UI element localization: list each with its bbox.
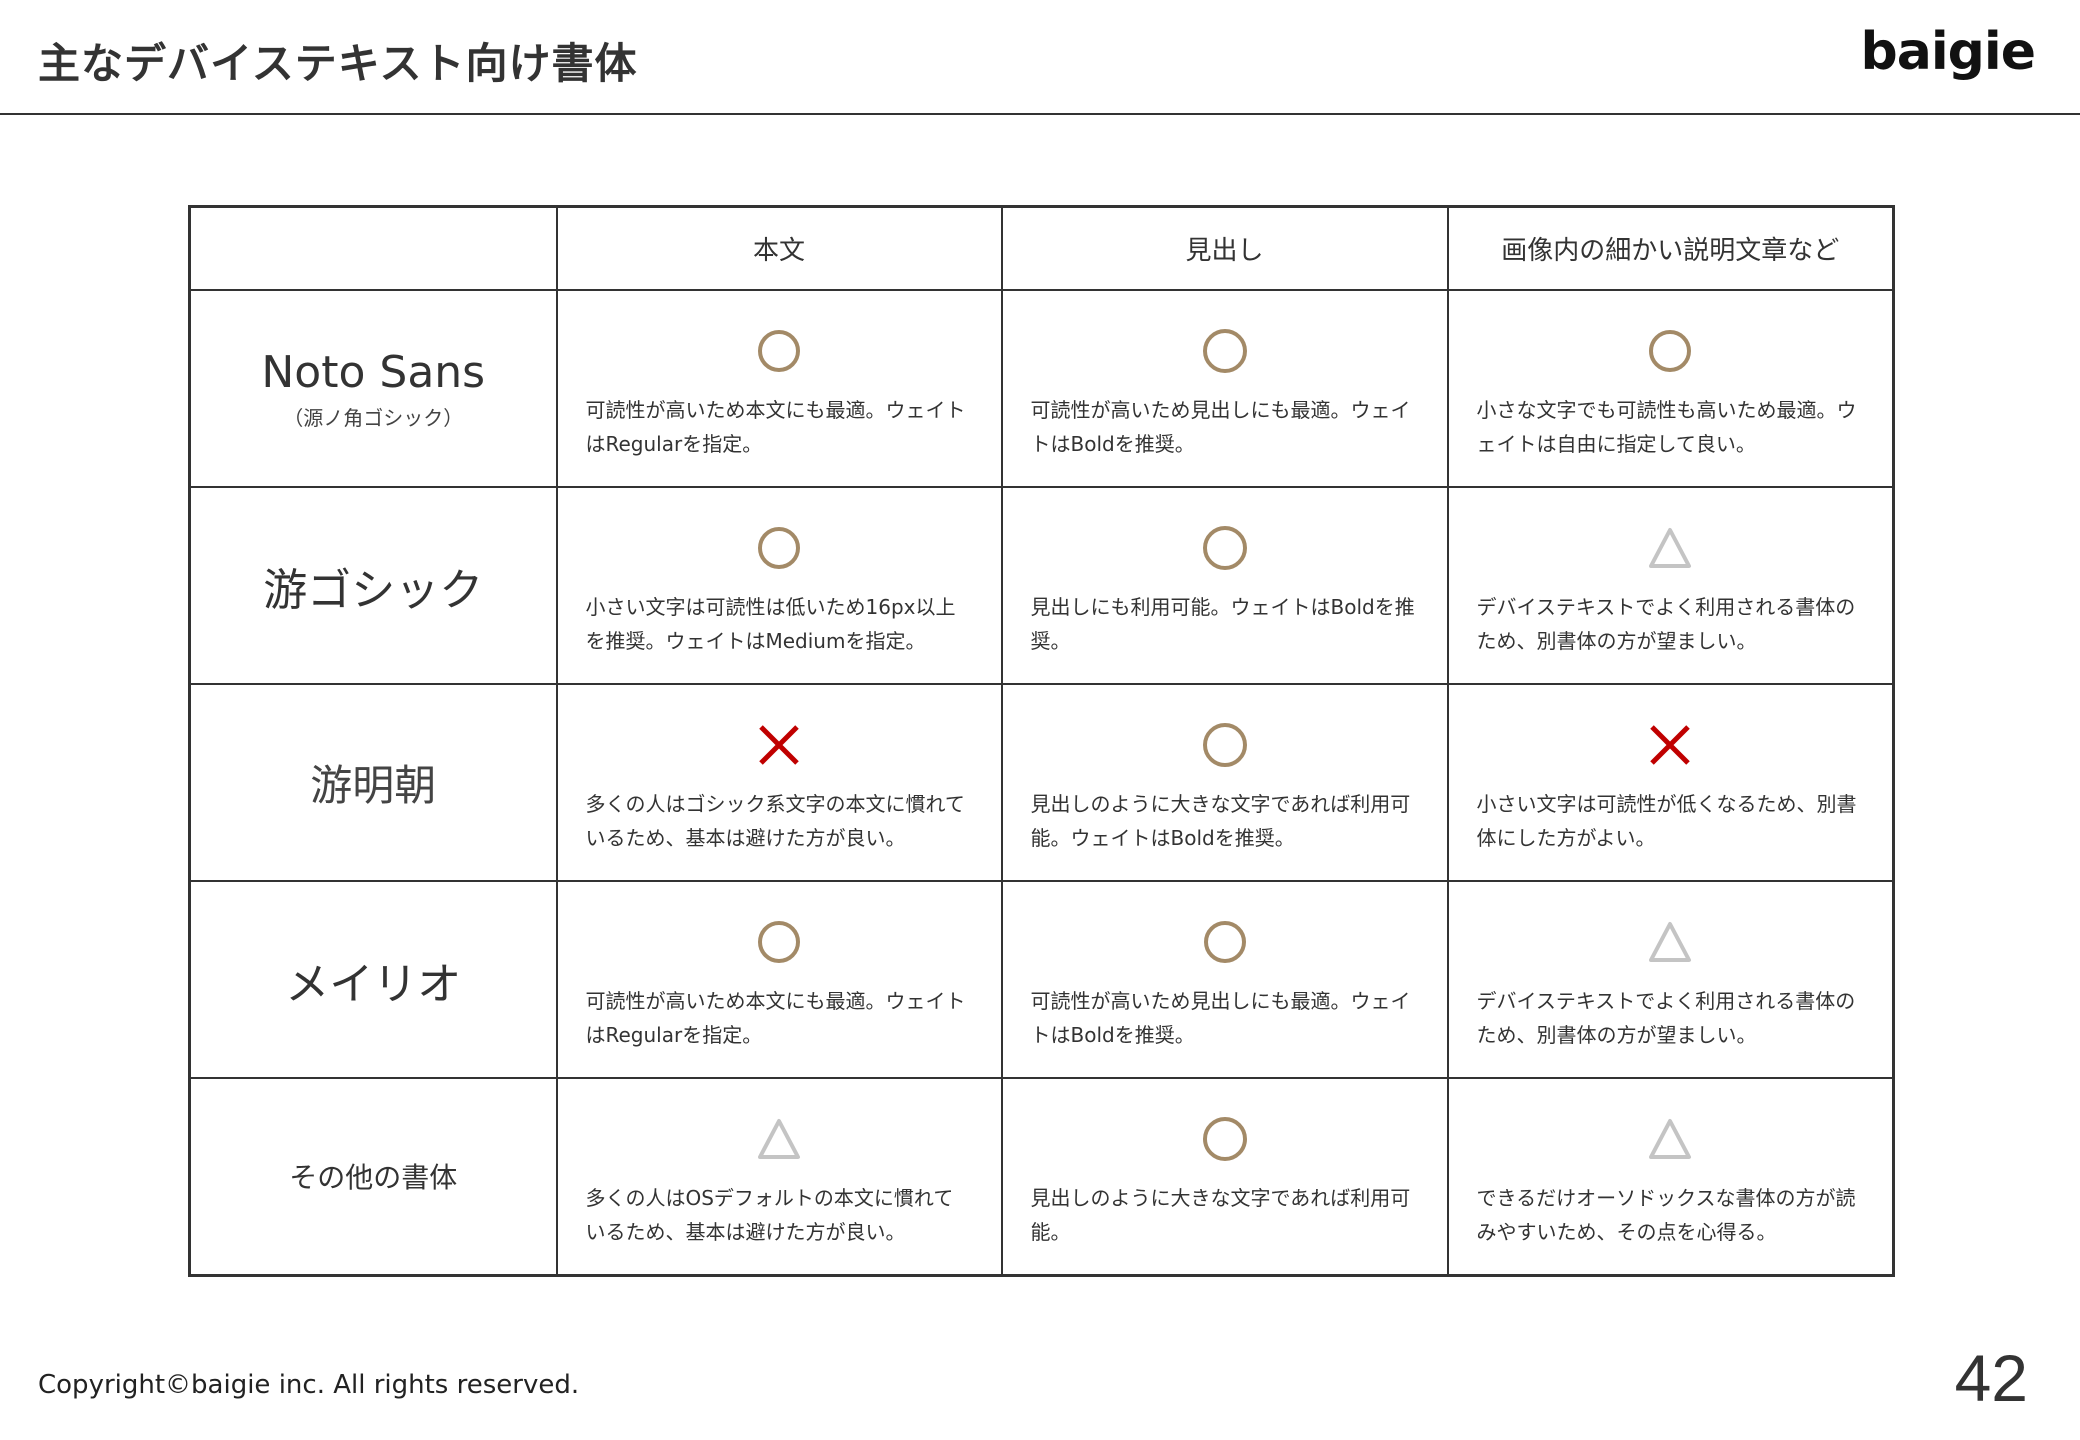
eval-cell: 可読性が高いため見出しにも最適。ウェイトはBoldを推奨。 (1000, 880, 1449, 1079)
font-name-cell: Noto Sans （源ノ角ゴシック） (188, 289, 558, 488)
circle-mark-icon (1202, 526, 1247, 570)
eval-text: 可読性が高いため本文にも最適。ウェイトはRegularを指定。 (585, 989, 966, 1047)
eval-cell: 小さい文字は可読性は低いため16px以上を推奨。ウェイトはMediumを指定。 (555, 486, 1003, 685)
eval-cell: 小さな文字でも可読性も高いため最適。ウェイトは自由に指定して良い。 (1446, 289, 1895, 488)
eval-cell: 見出しにも利用可能。ウェイトはBoldを推奨。 (1000, 486, 1449, 685)
circle-mark-icon (1202, 723, 1247, 767)
eval-text: 見出しにも利用可能。ウェイトはBoldを推奨。 (1030, 595, 1415, 653)
font-name: 游明朝 (310, 761, 437, 810)
eval-text: 見出しのように大きな文字であれば利用可能。 (1030, 1186, 1411, 1244)
brand-logo: baigie (1860, 22, 2036, 82)
eval-cell: 可読性が高いため本文にも最適。ウェイトはRegularを指定。 (555, 880, 1003, 1079)
eval-text: 可読性が高いため見出しにも最適。ウェイトはBoldを推奨。 (1030, 989, 1411, 1047)
triangle-mark-icon (1649, 922, 1692, 962)
eval-cell: 小さい文字は可読性が低くなるため、別書体にした方がよい。 (1446, 683, 1895, 882)
eval-text: 見出しのように大きな文字であれば利用可能。ウェイトはBoldを推奨。 (1030, 792, 1411, 850)
font-name: メイリオ (285, 958, 462, 1010)
header-divider (0, 113, 2080, 115)
circle-mark-icon (1203, 921, 1246, 963)
eval-text: 多くの人はOSデフォルトの本文に慣れているため、基本は避けた方が良い。 (585, 1186, 954, 1244)
footer-copyright: Copyright©baigie inc. All rights reserve… (38, 1370, 580, 1400)
eval-text: 小さな文字でも可読性も高いため最適。ウェイトは自由に指定して良い。 (1476, 398, 1857, 456)
circle-mark-icon (758, 921, 800, 963)
cross-mark-icon (1650, 725, 1691, 765)
font-comparison-table: 本文 見出し 画像内の細かい説明文章など Noto Sans （源ノ角ゴシック）… (188, 205, 1895, 1277)
column-header-image-caption: 画像内の細かい説明文章など (1446, 205, 1895, 291)
eval-text: デバイステキストでよく利用される書体のため、別書体の方が望ましい。 (1476, 989, 1856, 1047)
cross-mark-icon (759, 725, 799, 765)
triangle-mark-icon (758, 1119, 800, 1159)
font-name: その他の書体 (289, 1161, 458, 1195)
column-header-empty (188, 205, 558, 291)
triangle-mark-icon (1649, 1119, 1692, 1159)
table-row: その他の書体 多くの人はOSデフォルトの本文に慣れているため、基本は避けた方が良… (188, 1077, 1895, 1276)
circle-mark-icon (1202, 1117, 1247, 1161)
font-name: 游ゴシック (263, 564, 484, 616)
eval-text: デバイステキストでよく利用される書体のため、別書体の方が望ましい。 (1476, 595, 1856, 653)
column-header-body: 本文 (555, 205, 1003, 291)
eval-text: 可読性が高いため見出しにも最適。ウェイトはBoldを推奨。 (1030, 398, 1411, 456)
eval-text: 小さい文字は可読性は低いため16px以上を推奨。ウェイトはMediumを指定。 (585, 595, 956, 653)
eval-text: 可読性が高いため本文にも最適。ウェイトはRegularを指定。 (585, 398, 966, 456)
table-row: Noto Sans （源ノ角ゴシック） 可読性が高いため本文にも最適。ウェイトは… (188, 289, 1895, 488)
font-subname: （源ノ角ゴシック） (283, 405, 464, 430)
eval-cell: デバイステキストでよく利用される書体のため、別書体の方が望ましい。 (1446, 880, 1895, 1079)
eval-text: できるだけオーソドックスな書体の方が読みやすいため、その点を心得る。 (1476, 1186, 1856, 1244)
eval-cell: デバイステキストでよく利用される書体のため、別書体の方が望ましい。 (1446, 486, 1895, 685)
table-row: 游ゴシック 小さい文字は可読性は低いため16px以上を推奨。ウェイトはMediu… (188, 486, 1895, 685)
page-title: 主なデバイステキスト向け書体 (38, 39, 638, 88)
circle-mark-icon (758, 330, 800, 372)
font-name-cell: 游ゴシック (188, 486, 558, 685)
eval-cell: 可読性が高いため本文にも最適。ウェイトはRegularを指定。 (555, 289, 1003, 488)
circle-mark-icon (1649, 330, 1692, 372)
table-row: 游明朝 多くの人はゴシック系文字の本文に慣れているため、基本は避けた方が良い。 … (188, 683, 1895, 882)
eval-cell: 多くの人はOSデフォルトの本文に慣れているため、基本は避けた方が良い。 (555, 1077, 1003, 1276)
font-name-cell: メイリオ (188, 880, 558, 1079)
table-header-row: 本文 見出し 画像内の細かい説明文章など (188, 205, 1895, 291)
font-name-cell: 游明朝 (188, 683, 558, 882)
triangle-mark-icon (1649, 528, 1692, 568)
eval-text: 多くの人はゴシック系文字の本文に慣れているため、基本は避けた方が良い。 (585, 792, 965, 850)
column-header-heading: 見出し (1000, 205, 1449, 291)
eval-text: 小さい文字は可読性が低くなるため、別書体にした方がよい。 (1476, 792, 1857, 850)
circle-mark-icon (758, 527, 800, 569)
eval-cell: 見出しのように大きな文字であれば利用可能。ウェイトはBoldを推奨。 (1000, 683, 1449, 882)
eval-cell: 見出しのように大きな文字であれば利用可能。 (1000, 1077, 1449, 1276)
eval-cell: 可読性が高いため見出しにも最適。ウェイトはBoldを推奨。 (1000, 289, 1449, 488)
circle-mark-icon (1202, 329, 1247, 373)
table-row: メイリオ 可読性が高いため本文にも最適。ウェイトはRegularを指定。 可読性… (188, 880, 1895, 1079)
eval-cell: 多くの人はゴシック系文字の本文に慣れているため、基本は避けた方が良い。 (555, 683, 1003, 882)
font-name-cell: その他の書体 (188, 1077, 558, 1276)
page-number: 42 (1954, 1341, 2028, 1415)
font-name: Noto Sans (261, 346, 486, 398)
eval-cell: できるだけオーソドックスな書体の方が読みやすいため、その点を心得る。 (1446, 1077, 1895, 1276)
